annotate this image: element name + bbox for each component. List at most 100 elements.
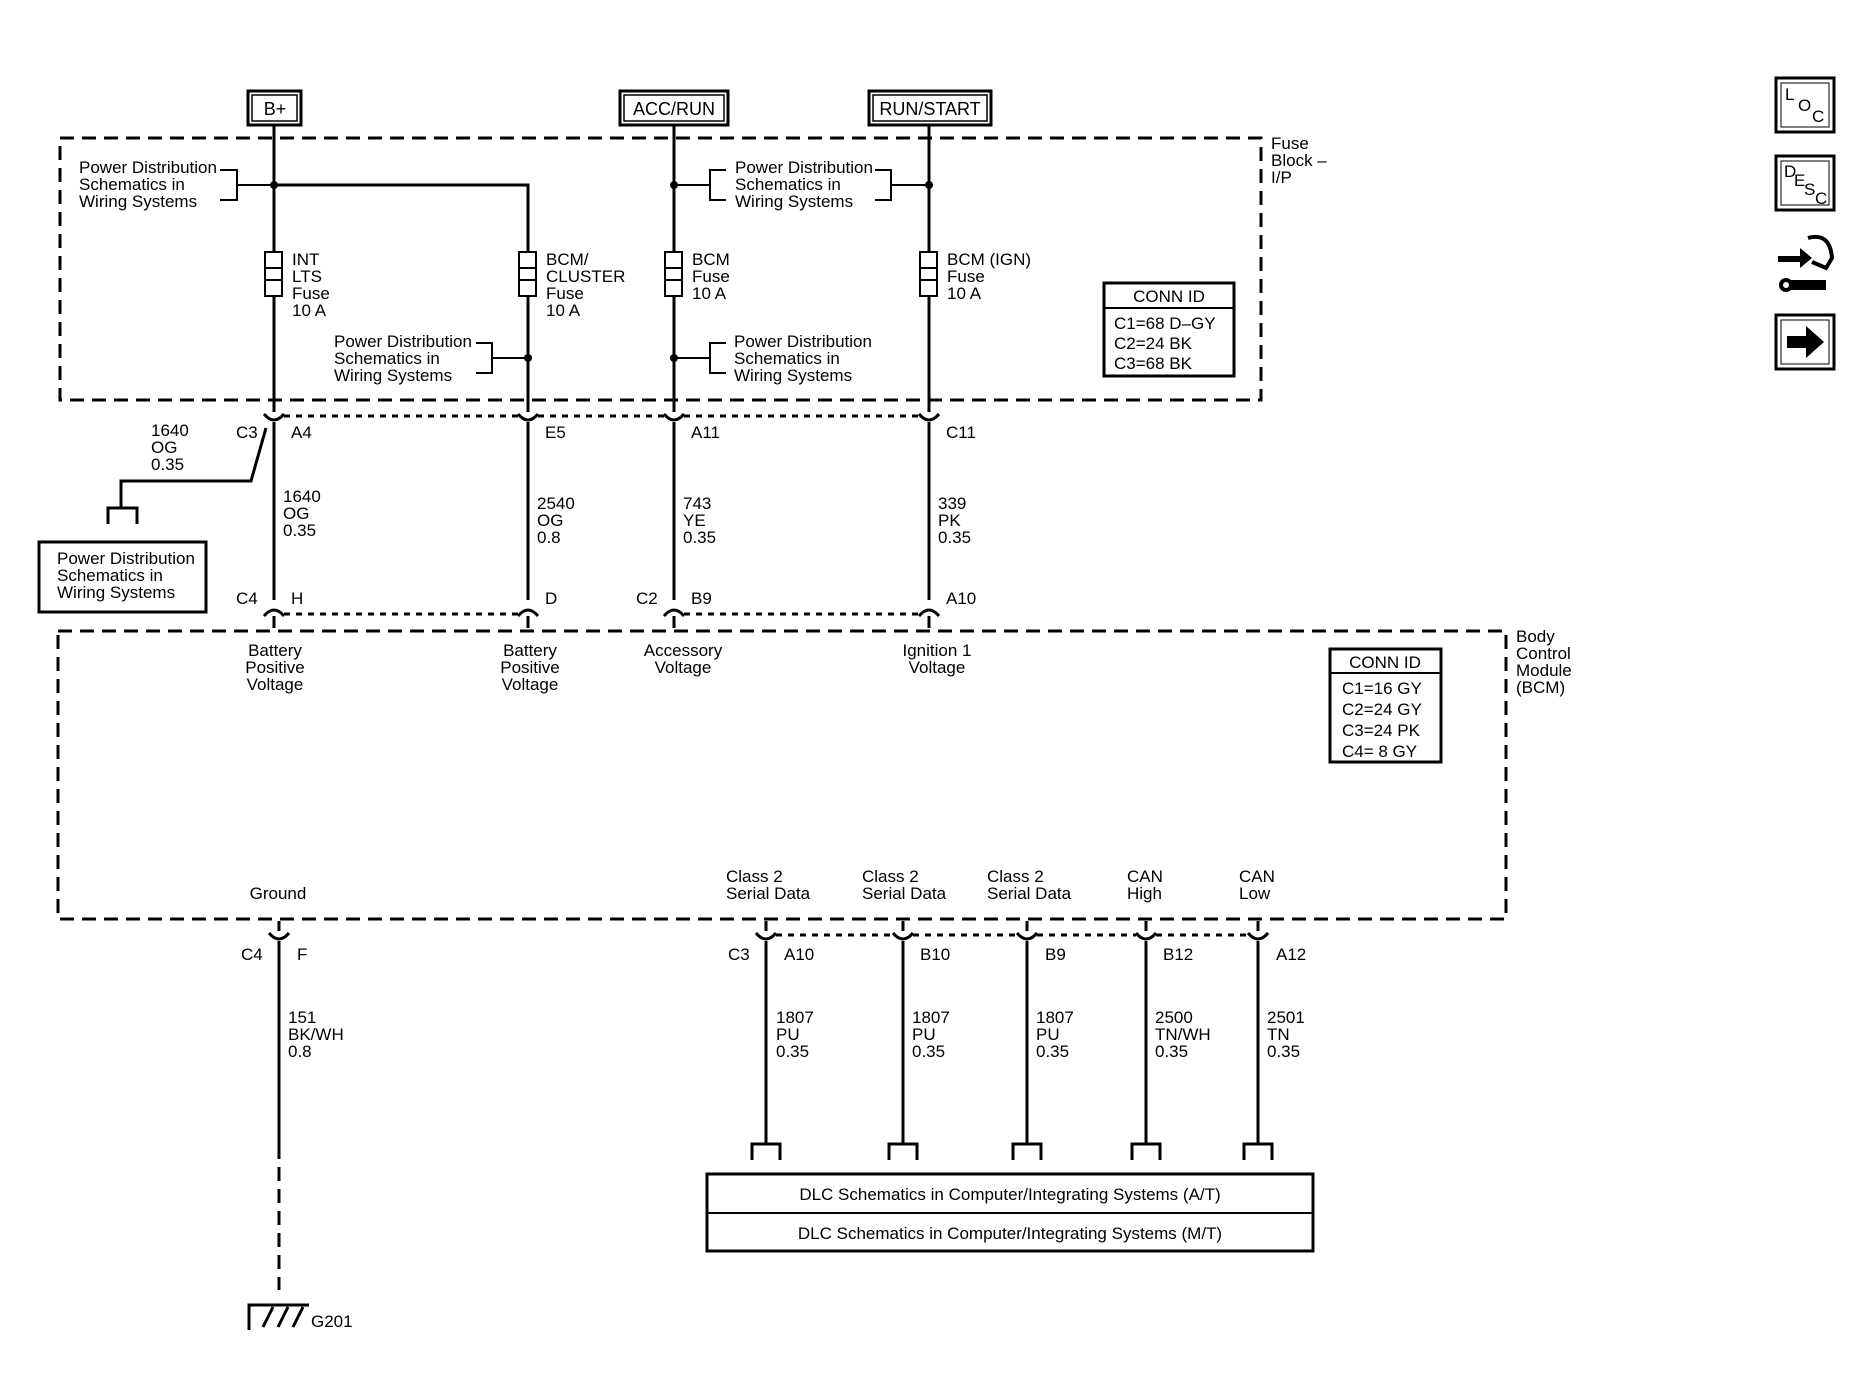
connector-c3-top [262, 412, 941, 422]
pin-label: H [291, 589, 303, 608]
svg-text:Voltage: Voltage [909, 658, 966, 677]
loc-icon[interactable]: L O C [1774, 76, 1836, 134]
svg-text:2500: 2500 [1155, 1008, 1193, 1027]
connector-repair-icon[interactable] [1778, 235, 1835, 292]
wire-label-2540: 2540 OG 0.8 [537, 494, 575, 547]
pin-label: B9 [691, 589, 712, 608]
desc-icon[interactable]: D E S C [1774, 154, 1836, 212]
power-source-acc-run: ACC/RUN [618, 89, 730, 127]
svg-text:Serial Data: Serial Data [726, 884, 811, 903]
svg-text:TN/WH: TN/WH [1155, 1025, 1211, 1044]
connector-bcm-bottom [267, 931, 1270, 941]
fuse-block-label: Fuse Block – I/P [1271, 134, 1327, 187]
power-source-label: RUN/START [879, 99, 980, 119]
power-source-label: B+ [264, 99, 287, 119]
svg-text:Fuse: Fuse [947, 267, 985, 286]
svg-text:OG: OG [283, 504, 309, 523]
wire-label-1807-c: 1807 PU 0.35 [1036, 1008, 1074, 1061]
bcm-label: Body Control Module (BCM) [1516, 627, 1572, 697]
svg-text:Class 2: Class 2 [726, 867, 783, 886]
svg-text:2540: 2540 [537, 494, 575, 513]
svg-text:OG: OG [151, 438, 177, 457]
pin-label: A10 [946, 589, 976, 608]
svg-text:Serial Data: Serial Data [862, 884, 947, 903]
connector-c4-ground-label: C4 [241, 945, 263, 964]
bcm-output-label-2: Class 2 Serial Data [862, 867, 947, 903]
svg-text:L: L [1785, 85, 1794, 104]
svg-text:S: S [1804, 180, 1815, 199]
svg-text:C4= 8 GY: C4= 8 GY [1342, 742, 1417, 761]
svg-text:Wiring Systems: Wiring Systems [735, 192, 853, 211]
svg-text:CAN: CAN [1239, 867, 1275, 886]
svg-text:1807: 1807 [912, 1008, 950, 1027]
svg-text:Power Distribution: Power Distribution [57, 549, 195, 568]
svg-text:YE: YE [683, 511, 706, 530]
svg-text:0.35: 0.35 [683, 528, 716, 547]
dlc-link-mt[interactable]: DLC Schematics in Computer/Integrating S… [798, 1224, 1222, 1243]
fuse-block-conn-id: CONN ID C1=68 D–GY C2=24 BK C3=68 BK [1102, 281, 1236, 378]
fuse-bcm [664, 251, 683, 297]
svg-text:0.35: 0.35 [283, 521, 316, 540]
svg-text:Voltage: Voltage [655, 658, 712, 677]
ground-symbol [247, 1303, 309, 1330]
svg-text:O: O [1798, 96, 1811, 115]
svg-text:Schematics in: Schematics in [334, 349, 440, 368]
connector-c3-label: C3 [236, 423, 258, 442]
svg-text:PK: PK [938, 511, 961, 530]
svg-text:Fuse: Fuse [692, 267, 730, 286]
fuse-label-bcm: BCM Fuse 10 A [692, 250, 730, 303]
next-arrow-icon[interactable] [1774, 313, 1836, 371]
pin-label: F [297, 945, 307, 964]
svg-text:C2=24 BK: C2=24 BK [1114, 334, 1193, 353]
wire-branch-1640 [119, 427, 268, 508]
pin-label: A4 [291, 423, 312, 442]
bcm-ground-label: Ground [250, 884, 307, 903]
wire-label-1807-b: 1807 PU 0.35 [912, 1008, 950, 1061]
svg-text:OG: OG [537, 511, 563, 530]
svg-text:C: C [1815, 189, 1827, 208]
svg-text:E: E [1794, 171, 1805, 190]
wire-label-2500: 2500 TN/WH 0.35 [1155, 1008, 1211, 1061]
wire-label-1640: 1640 OG 0.35 [283, 487, 321, 540]
pin-label: A11 [691, 423, 720, 442]
svg-text:C: C [1812, 107, 1824, 126]
svg-text:Wiring Systems: Wiring Systems [334, 366, 452, 385]
dlc-reference-box [705, 1172, 1315, 1253]
bcm-input-label-1: Battery Positive Voltage [245, 641, 305, 694]
svg-text:0.35: 0.35 [776, 1042, 809, 1061]
svg-text:0.35: 0.35 [1036, 1042, 1069, 1061]
branch-connector [106, 506, 139, 524]
svg-text:Low: Low [1239, 884, 1271, 903]
pin-label: C11 [946, 423, 976, 442]
svg-text:1640: 1640 [151, 421, 189, 440]
svg-text:0.35: 0.35 [938, 528, 971, 547]
wire-label-2501: 2501 TN 0.35 [1267, 1008, 1305, 1061]
svg-text:0.35: 0.35 [1155, 1042, 1188, 1061]
svg-text:CAN: CAN [1127, 867, 1163, 886]
svg-text:Class 2: Class 2 [862, 867, 919, 886]
svg-text:INT: INT [292, 250, 319, 269]
svg-text:Wiring Systems: Wiring Systems [57, 583, 175, 602]
wire-label-151: 151 BK/WH 0.8 [288, 1008, 344, 1061]
svg-text:Power Distribution: Power Distribution [735, 158, 873, 177]
svg-text:(BCM): (BCM) [1516, 678, 1565, 697]
fuse-bcm-ign [919, 251, 938, 297]
svg-text:Battery: Battery [248, 641, 302, 660]
bcm-input-label-2: Battery Positive Voltage [500, 641, 560, 694]
svg-text:Power Distribution: Power Distribution [79, 158, 217, 177]
svg-text:C3=24 PK: C3=24 PK [1342, 721, 1421, 740]
bcm-output-label-5: CAN Low [1239, 867, 1275, 903]
svg-text:PU: PU [1036, 1025, 1060, 1044]
dlc-link-at[interactable]: DLC Schematics in Computer/Integrating S… [799, 1185, 1220, 1204]
svg-text:High: High [1127, 884, 1162, 903]
svg-text:Block –: Block – [1271, 151, 1327, 170]
svg-text:Wiring Systems: Wiring Systems [734, 366, 852, 385]
svg-text:743: 743 [683, 494, 711, 513]
svg-text:Voltage: Voltage [502, 675, 559, 694]
svg-text:CONN ID: CONN ID [1349, 653, 1421, 672]
power-dist-ref-1: Power Distribution Schematics in Wiring … [79, 158, 274, 211]
pin-label: E5 [545, 423, 566, 442]
svg-text:Module: Module [1516, 661, 1572, 680]
power-source-label: ACC/RUN [633, 99, 715, 119]
pin-label: B12 [1163, 945, 1193, 964]
